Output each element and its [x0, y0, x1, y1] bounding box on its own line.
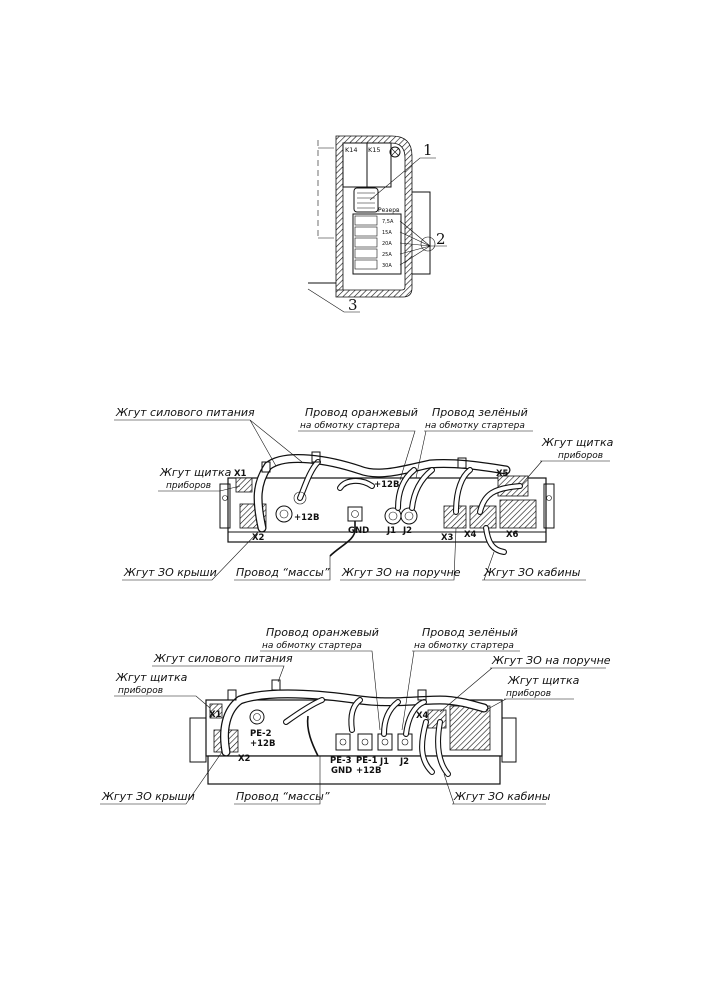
fuse-row-3: 20A — [354, 237, 392, 248]
pin-x2-label: X2 — [238, 754, 251, 764]
label-handrail-harness: Жгут ЗО на поручне — [491, 654, 611, 667]
label-green-wire: Провод зелёный — [422, 626, 518, 639]
label-green-wire-sub: на обмотку стартера — [414, 641, 514, 651]
pin-12v-left-label: +12В — [294, 513, 319, 523]
label-ground-wire: Провод “массы” — [236, 566, 330, 579]
reserve-label: Резерв — [378, 207, 400, 214]
label-cab-harness: Жгут ЗО кабины — [453, 790, 551, 803]
pin-gnd-label: GND — [348, 526, 369, 536]
figure-1-fuse-block: K14 K15 7,5A 15A 20A 25A 30A Резерв — [307, 135, 447, 314]
pin-x2-label: X2 — [252, 533, 265, 543]
label-orange-wire-sub: на обмотку стартера — [262, 641, 362, 651]
label-ground-wire: Провод “массы” — [236, 790, 330, 803]
label-power-harness: Жгут силового питания — [115, 406, 255, 419]
pin-pe3-gnd: GND — [331, 766, 352, 776]
figure-3-power-unit-front: X1 X2 X4 PE-2 +12В PE-3 GND PE-1 +12В J1… — [100, 626, 611, 805]
callout-1: 1 — [423, 141, 433, 159]
pin-x4-label: X4 — [464, 530, 477, 540]
pin-pe1-label: PE-1 — [356, 756, 378, 766]
label-orange-wire: Провод оранжевый — [266, 626, 379, 639]
pin-12v-top-label: +12В — [374, 480, 399, 490]
callout-3: 3 — [348, 296, 358, 314]
pin-x1-label: X1 — [209, 710, 222, 720]
stud-pe2 — [249, 709, 265, 725]
screw-icon — [389, 146, 401, 158]
label-panel-harness-left-sub: приборов — [118, 686, 163, 696]
fuse-rating: 7,5A — [382, 219, 394, 225]
label-panel-harness-left-sub: приборов — [166, 481, 211, 491]
fuse-rating: 15A — [382, 230, 392, 236]
fuse-row-5: 30A — [354, 259, 392, 270]
label-panel-harness-right-sub: приборов — [506, 689, 551, 699]
stud-pe3 — [335, 733, 351, 751]
pin-pe2-voltage: +12В — [250, 739, 275, 749]
label-orange-wire-sub: на обмотку стартера — [300, 421, 400, 431]
callout-2: 2 — [436, 230, 446, 248]
fuse-row-4: 25A — [354, 248, 392, 259]
stud-pe1 — [357, 733, 373, 751]
pin-j1-label: J1 — [379, 757, 389, 767]
label-panel-harness-right: Жгут щитка — [541, 436, 614, 449]
pin-pe3-label: PE-3 — [330, 756, 352, 766]
label-roof-harness: Жгут ЗО крыши — [101, 790, 195, 803]
fuse-rating: 20A — [382, 241, 392, 247]
label-power-harness: Жгут силового питания — [153, 652, 293, 665]
pin-j2-label: J2 — [399, 757, 409, 767]
label-handrail-harness: Жгут ЗО на поручне — [341, 566, 461, 579]
label-cab-harness: Жгут ЗО кабины — [483, 566, 581, 579]
post-12v-left — [275, 505, 293, 523]
label-roof-harness: Жгут ЗО крыши — [123, 566, 217, 579]
label-panel-harness-right: Жгут щитка — [507, 674, 580, 687]
pin-x5-label: X5 — [496, 469, 509, 479]
label-green-wire: Провод зелёный — [432, 406, 528, 419]
figure-2-power-unit-top: X1 X2 +12В +12В GND J1 J2 X3 X4 X5 X6 Жг… — [114, 406, 614, 581]
pin-pe1-voltage: +12В — [356, 766, 381, 776]
pin-j2-label: J2 — [402, 526, 412, 536]
pin-j1-label: J1 — [386, 526, 396, 536]
relay-k15-label: K15 — [368, 146, 381, 154]
pin-x4-label: X4 — [416, 711, 429, 721]
label-orange-wire: Провод оранжевый — [305, 406, 418, 419]
fuse-rating: 25A — [382, 252, 392, 258]
pin-x3-label: X3 — [441, 533, 454, 543]
label-green-wire-sub: на обмотку стартера — [425, 421, 525, 431]
fuse-row-2: 15A — [354, 226, 392, 237]
label-panel-harness-left: Жгут щитка — [159, 466, 232, 479]
relay-k14-label: K14 — [345, 146, 358, 154]
fuse-rating: 30A — [382, 263, 392, 269]
pin-x6-label: X6 — [506, 530, 519, 540]
fuse-row-1: 7,5A — [354, 215, 394, 226]
label-panel-harness-right-sub: приборов — [558, 451, 603, 461]
label-panel-harness-left: Жгут щитка — [115, 671, 188, 684]
pin-x1-label: X1 — [234, 469, 247, 479]
pin-pe2-label: PE-2 — [250, 729, 272, 739]
